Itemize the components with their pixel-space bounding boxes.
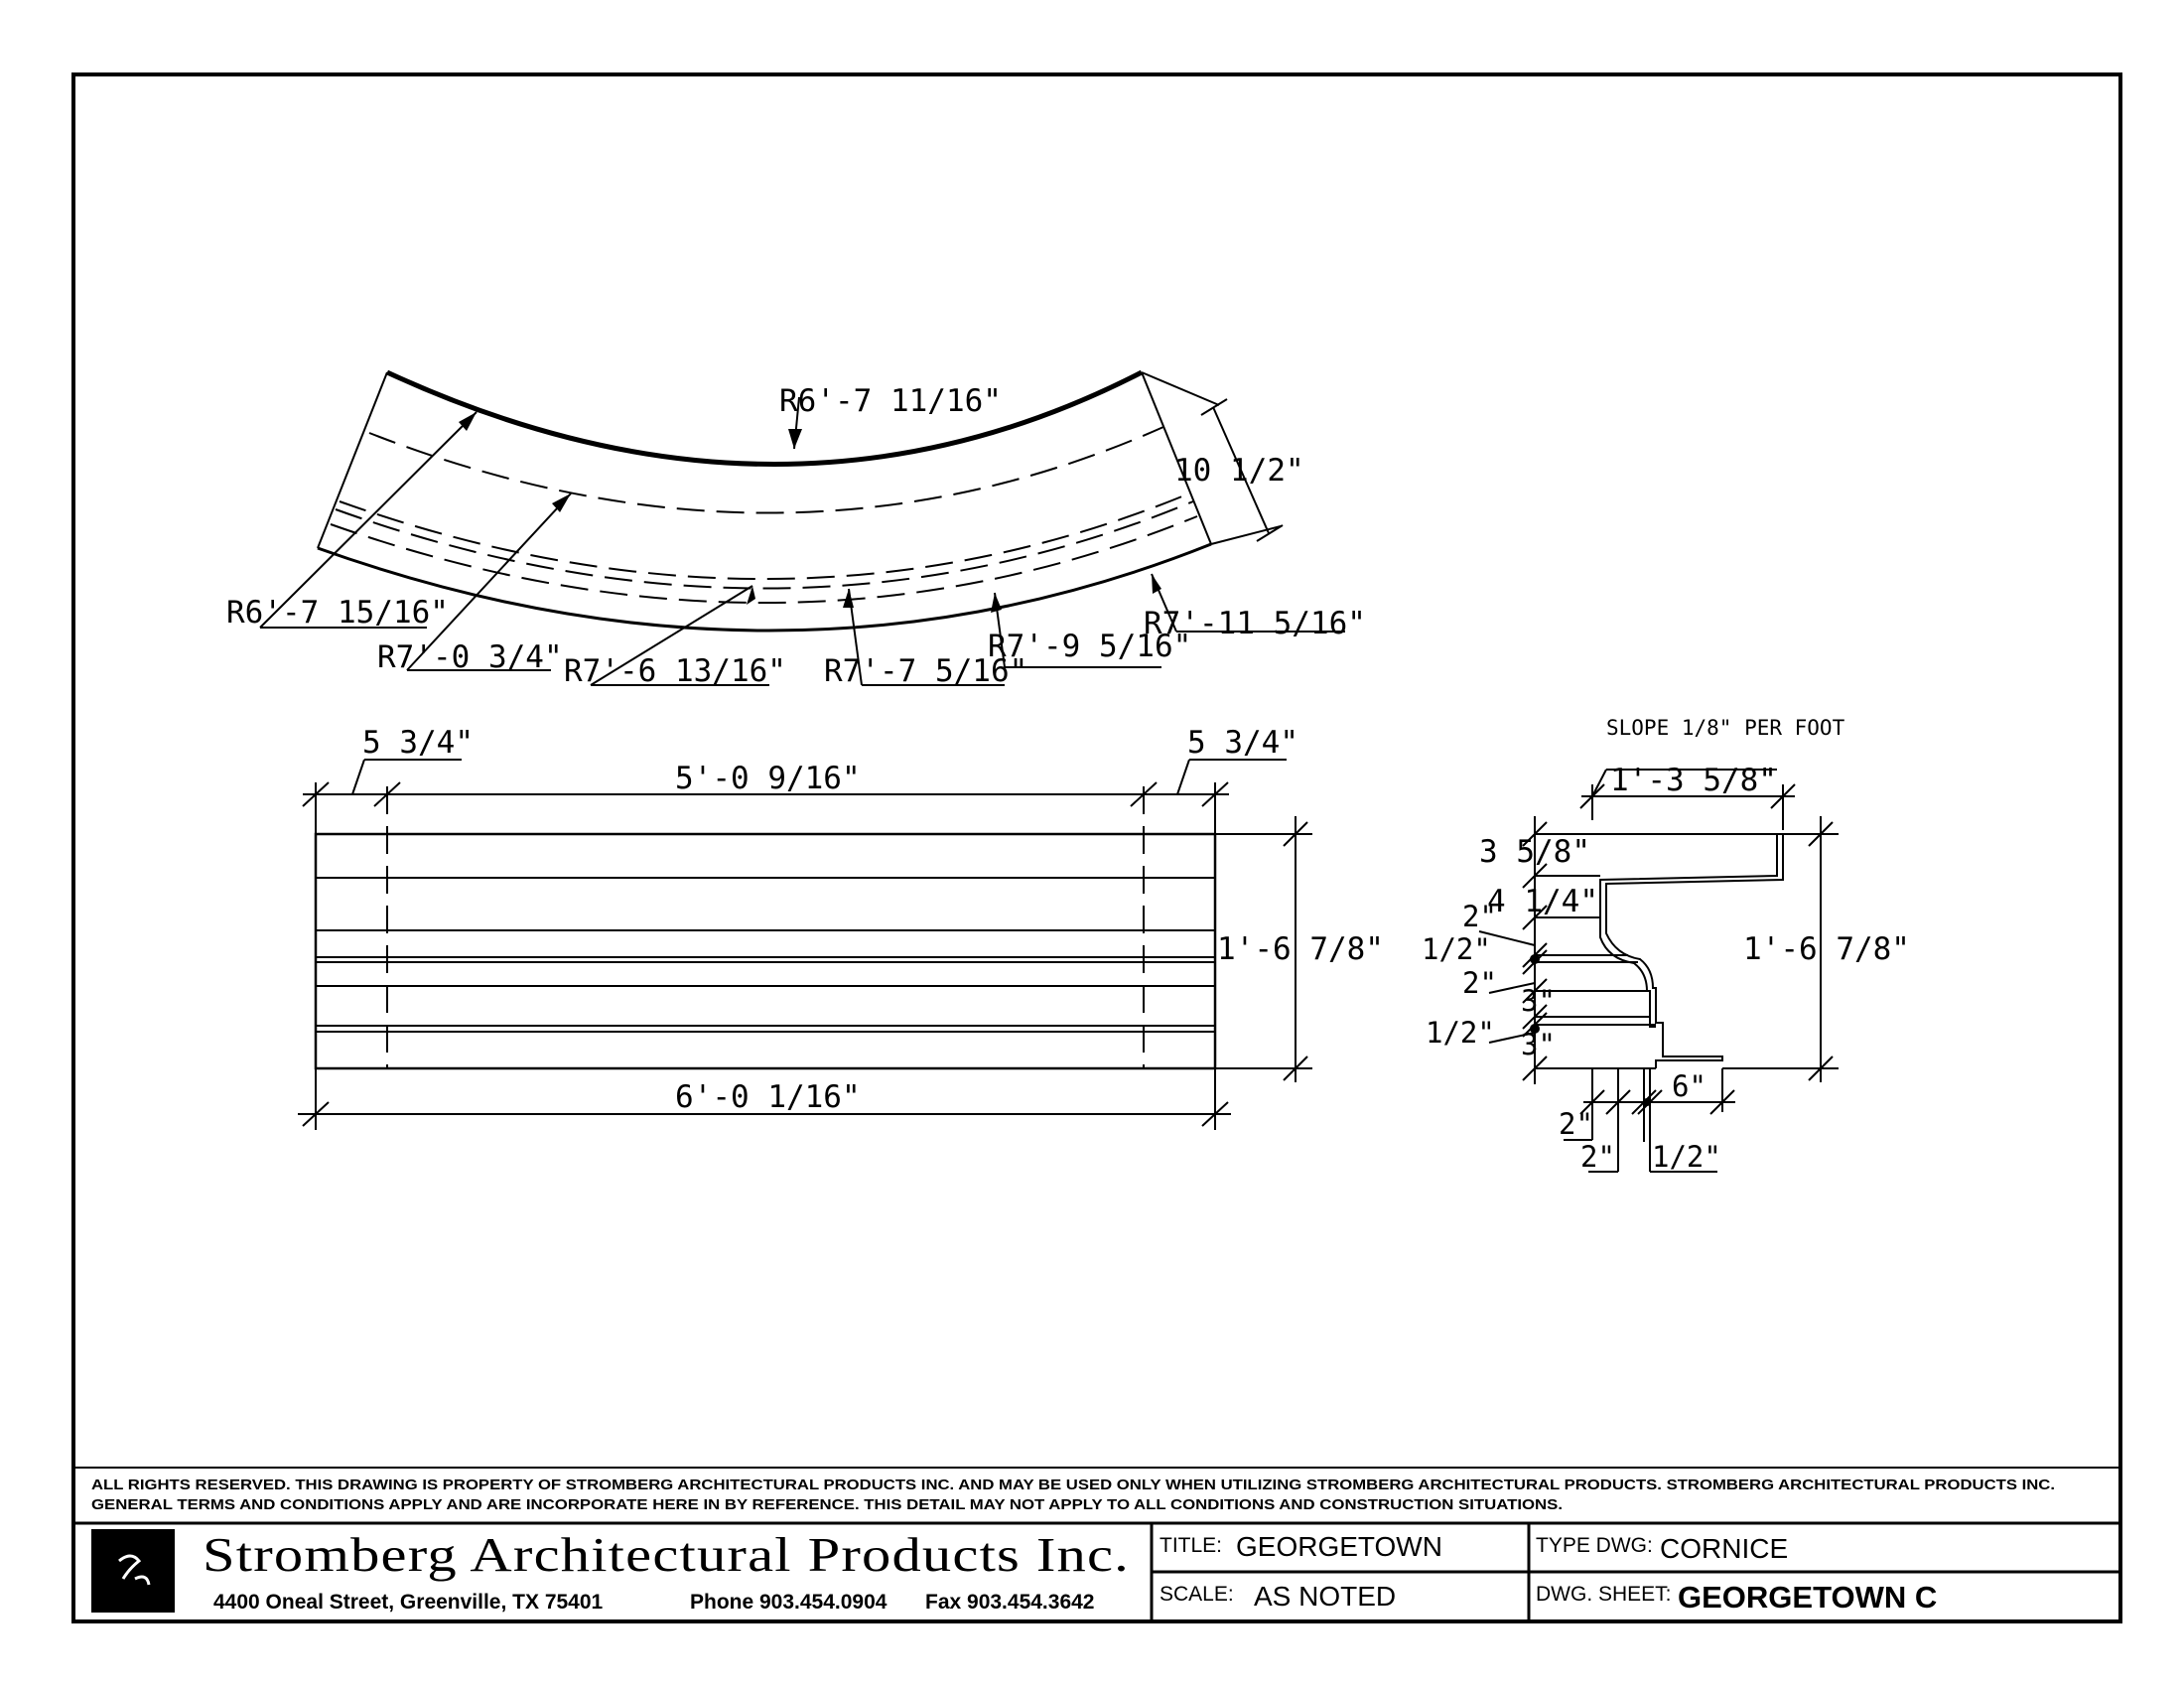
label-profile-height: 1'-6 7/8" <box>1743 931 1910 967</box>
profile-inner <box>1599 834 1778 1028</box>
plan-inner-arc <box>317 542 1212 633</box>
label-bottom-lip: 6" <box>1672 1069 1706 1103</box>
label-r1: R6'-7 11/16" <box>779 383 1002 419</box>
label-d-e: 3" <box>1521 984 1556 1018</box>
company-name: Stromberg Architectural Products Inc. <box>203 1527 1130 1582</box>
label-overall-length: 6'-0 1/16" <box>675 1079 861 1115</box>
scale-label: SCALE: <box>1160 1583 1234 1606</box>
profile-outline <box>1535 833 1784 1068</box>
label-r6: R7'-9 5/16" <box>988 629 1191 664</box>
label-right-return: 5 3/4" <box>1187 725 1298 761</box>
label-elev-height: 1'-6 7/8" <box>1217 931 1384 967</box>
label-profile-projection: 1'-3 5/8" <box>1610 763 1777 798</box>
title-value: GEORGETOWN <box>1236 1531 1442 1562</box>
slope-note: SLOPE 1/8" PER FOOT <box>1606 716 1845 740</box>
company-fax: Fax 903.454.3642 <box>925 1591 1094 1614</box>
leader-r2 <box>259 411 478 629</box>
label-center-length: 5'-0 9/16" <box>675 761 861 796</box>
plan-dash-arc-2 <box>339 492 1190 580</box>
company-phone: Phone 903.454.0904 <box>690 1591 887 1614</box>
sheet-value: GEORGETOWN C <box>1678 1580 1937 1615</box>
title-label: TITLE: <box>1160 1534 1222 1557</box>
label-r3: R7'-0 3/4" <box>377 639 563 675</box>
label-d-c: 2" <box>1462 966 1497 1000</box>
label-depth: 10 1/2" <box>1174 453 1304 489</box>
plan-right-end <box>1141 371 1212 545</box>
notes-line-2: GENERAL TERMS AND CONDITIONS APPLY AND A… <box>91 1497 1563 1513</box>
label-r7: R7'-11 5/16" <box>1144 606 1366 641</box>
plan-dash-arc-4 <box>330 515 1198 605</box>
label-d-f: 3" <box>1521 1028 1556 1061</box>
type-label: TYPE DWG: <box>1536 1534 1653 1557</box>
plan-view <box>259 369 1345 686</box>
elevation-outline <box>314 832 1217 1070</box>
notes-line-1: ALL RIGHTS RESERVED. THIS DRAWING IS PRO… <box>91 1477 2055 1493</box>
label-left-return: 5 3/4" <box>362 725 474 761</box>
company-logo <box>91 1529 175 1613</box>
cornice-profile <box>1478 769 1839 1173</box>
label-r2: R6'-7 15/16" <box>226 595 449 631</box>
plan-left-end <box>317 371 388 549</box>
label-d-b: 1/2" <box>1422 932 1491 966</box>
label-bottom-b: 2" <box>1580 1140 1615 1174</box>
leader-r3 <box>406 492 572 671</box>
label-d-d: 1/2" <box>1426 1016 1495 1050</box>
label-bottom-a: 2" <box>1559 1107 1593 1141</box>
label-d-cove: 4 1/4" <box>1487 884 1598 919</box>
plan-dash-arc-1 <box>368 426 1164 514</box>
label-d-a: 2" <box>1462 900 1497 933</box>
label-d-top: 3 5/8" <box>1479 834 1590 870</box>
scale-value: AS NOTED <box>1254 1581 1396 1612</box>
type-value: CORNICE <box>1660 1533 1788 1564</box>
plan-outer-arc <box>385 369 1144 467</box>
label-r4: R7'-6 13/16" <box>564 653 786 689</box>
label-bottom-c: 1/2" <box>1652 1140 1721 1174</box>
sheet-border <box>71 72 2122 1623</box>
label-r5: R7'-7 5/16" <box>824 653 1027 689</box>
plan-dash-arc-3 <box>335 500 1194 590</box>
front-elevation <box>298 759 1312 1130</box>
sheet-label: DWG. SHEET: <box>1536 1583 1672 1606</box>
depth-dim-line <box>1212 406 1270 534</box>
company-address: 4400 Oneal Street, Greenville, TX 75401 <box>213 1591 604 1614</box>
leader-r4 <box>590 585 753 686</box>
